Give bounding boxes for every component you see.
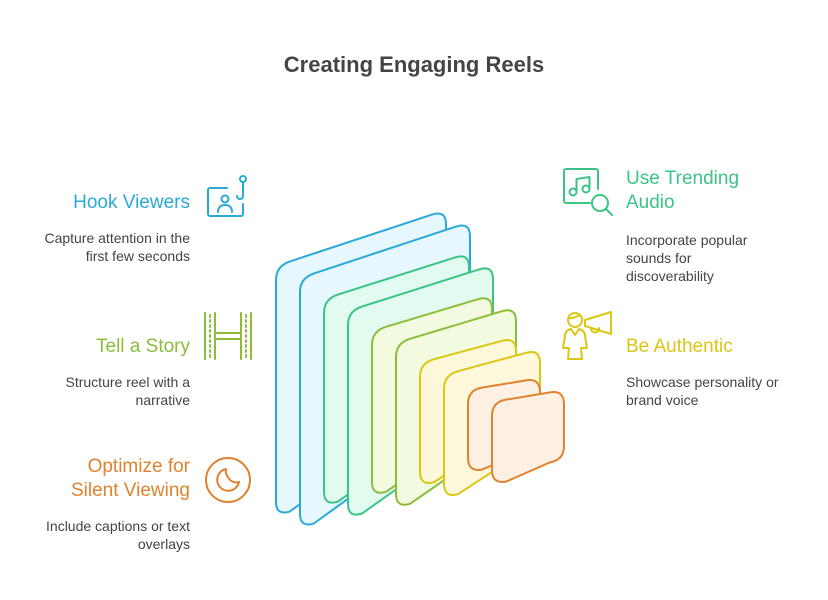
- desc-line: narrative: [135, 392, 190, 408]
- desc-line: brand voice: [626, 392, 699, 408]
- desc-line: Include captions or text: [46, 518, 190, 534]
- tell-a-story-description: Structure reel with a narrative: [10, 373, 191, 409]
- desc-line: sounds for: [626, 250, 692, 266]
- desc-line: Capture attention in the: [44, 230, 190, 246]
- desc-line: Incorporate popular: [626, 232, 748, 248]
- heading-line: Optimize for: [87, 456, 190, 477]
- trending-audio-heading: Use Trending Audio: [626, 167, 816, 215]
- desc-line: overlays: [137, 536, 190, 552]
- silent-viewing-layer: [467, 379, 565, 483]
- person-frame-hook-icon: [205, 170, 249, 218]
- heading-line: Use Trending: [626, 168, 740, 189]
- tell-a-story-heading: Tell a Story: [96, 336, 190, 357]
- be-authentic-heading: Be Authentic: [626, 336, 733, 357]
- moon-circle-icon: [204, 456, 252, 504]
- music-search-icon: [562, 167, 614, 217]
- be-authentic-description: Showcase personality or brand voice: [626, 373, 816, 409]
- desc-line: Showcase personality or: [626, 374, 779, 390]
- film-strip-icon: [203, 311, 253, 361]
- hook-viewers-description: Capture attention in the first few secon…: [10, 229, 190, 265]
- heading-line: Silent Viewing: [70, 480, 190, 501]
- diagram-title: Creating Engaging Reels: [283, 52, 545, 77]
- desc-line: discoverability: [626, 268, 714, 284]
- desc-line: Structure reel with a: [65, 374, 191, 390]
- heading-line: Audio: [626, 192, 675, 213]
- desc-line: first few seconds: [85, 248, 190, 264]
- optimize-silent-description: Include captions or text overlays: [10, 517, 190, 553]
- person-megaphone-icon: [562, 310, 614, 362]
- optimize-silent-heading: Optimize for Silent Viewing: [20, 455, 190, 503]
- silent-viewing-layer-front-face: [491, 391, 565, 483]
- hook-viewers-heading: Hook Viewers: [73, 192, 190, 213]
- trending-audio-description: Incorporate popular sounds for discovera…: [626, 231, 816, 285]
